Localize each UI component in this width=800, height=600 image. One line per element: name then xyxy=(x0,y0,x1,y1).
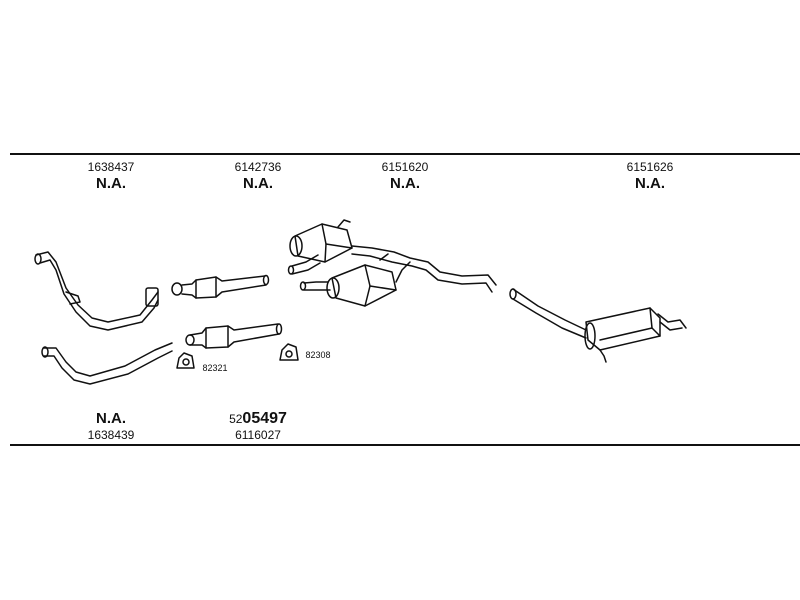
bottom-divider-line xyxy=(10,444,800,446)
front-pipe-alt-drawing xyxy=(42,343,172,384)
catalyst-pipe-drawing xyxy=(172,276,269,299)
main-part-number-suffix: 05497 xyxy=(242,410,287,427)
clamp-label-2: 82308 xyxy=(305,350,331,360)
part-number-catalyst: 6142736 xyxy=(234,160,282,174)
status-front-pipe: N.A. xyxy=(96,175,126,192)
main-part-number-prefix: 52 xyxy=(229,412,243,426)
main-part-number: 5205497 xyxy=(229,410,287,428)
status-front-pipe-alt: N.A. xyxy=(96,410,126,427)
status-rear-silencer: N.A. xyxy=(635,175,665,192)
middle-silencer-drawing xyxy=(289,220,497,306)
part-number-middle-silencer: 6151620 xyxy=(381,160,429,174)
clamp-label-1: 82321 xyxy=(202,363,228,373)
part-number-front-pipe: 1638437 xyxy=(87,160,135,174)
catalyst-pipe-alt-drawing xyxy=(186,324,282,348)
status-catalyst: N.A. xyxy=(243,175,273,192)
clamp-82308-drawing xyxy=(280,344,298,360)
top-divider-line xyxy=(10,153,800,155)
status-middle-silencer: N.A. xyxy=(390,175,420,192)
front-pipe-drawing xyxy=(35,252,158,330)
rear-silencer-drawing xyxy=(510,289,686,362)
part-number-mounting-kit: 6116027 xyxy=(235,428,281,442)
part-number-rear-silencer: 6151626 xyxy=(626,160,674,174)
clamp-82321-drawing xyxy=(177,353,194,368)
part-number-front-pipe-alt: 1638439 xyxy=(87,428,135,442)
